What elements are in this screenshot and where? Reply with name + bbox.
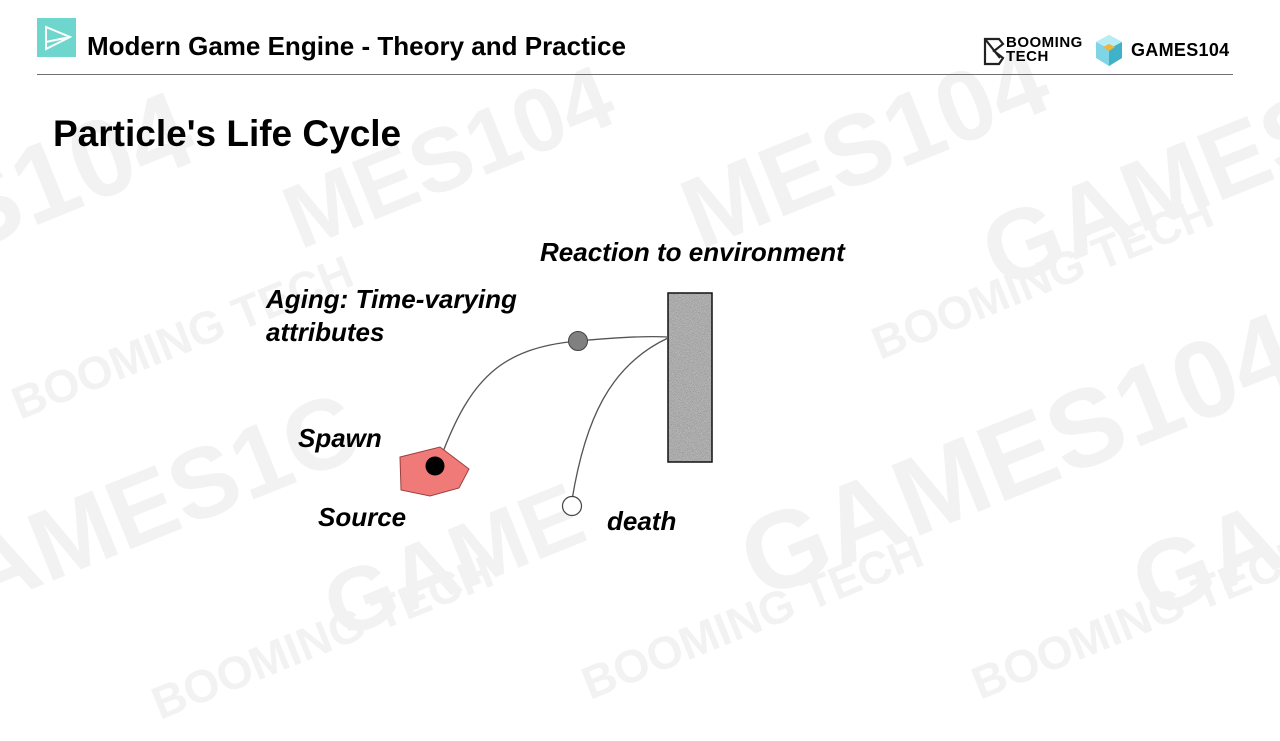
label-aging-line2: attributes	[266, 317, 384, 347]
environment-wall	[667, 292, 713, 463]
header-title: Modern Game Engine - Theory and Practice	[87, 31, 626, 61]
dead-particle	[561, 495, 583, 517]
spawned-particle	[425, 456, 445, 476]
label-aging-line1: Aging: Time-varying	[265, 284, 517, 314]
booming-tech-logo-text: BOOMING TECH	[1006, 34, 1083, 65]
aging-particle	[568, 331, 588, 351]
games104-logo-text: GAMES104	[1131, 40, 1230, 60]
cube-icon	[1096, 35, 1122, 66]
label-reaction: Reaction to environment	[540, 237, 846, 267]
slide-title: Particle's Life Cycle	[53, 113, 402, 154]
label-spawn: Spawn	[298, 423, 382, 453]
booming-tech-logo-icon	[983, 37, 1005, 66]
play-icon	[37, 18, 76, 57]
label-source: Source	[318, 502, 406, 532]
particle-trajectory	[440, 335, 669, 458]
header-divider	[37, 74, 1233, 75]
reflected-trajectory	[571, 337, 669, 501]
label-death: death	[607, 506, 676, 536]
